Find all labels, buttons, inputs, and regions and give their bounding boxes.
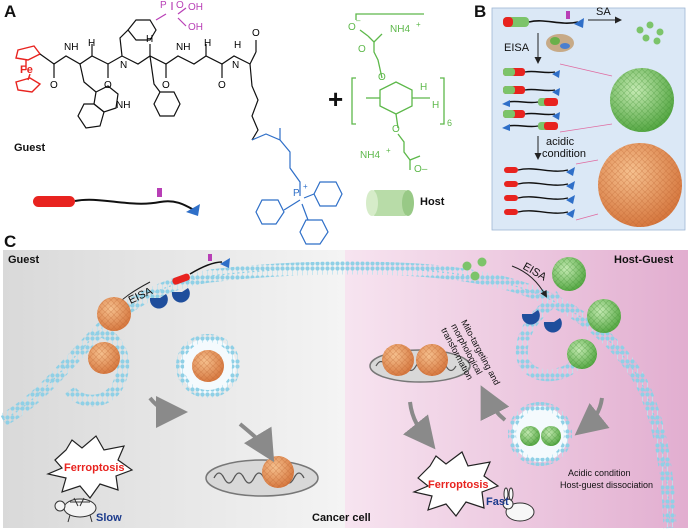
host-atom-o2: O bbox=[378, 72, 386, 83]
host-cartoon-icon bbox=[366, 190, 414, 216]
endosome-right bbox=[508, 402, 572, 466]
atom-p-plus: + bbox=[303, 182, 308, 191]
orange-sphere-mito-right-1 bbox=[382, 344, 414, 376]
atom-oh: OH bbox=[188, 2, 203, 13]
green-sphere-3 bbox=[567, 339, 597, 369]
atom-o3: O bbox=[162, 80, 170, 91]
ferrocene-icon bbox=[15, 45, 42, 93]
ferroptosis-right-label: Ferroptosis bbox=[428, 479, 489, 491]
turtle-icon bbox=[54, 497, 97, 523]
zoom-lines bbox=[559, 63, 613, 221]
ferroptosis-star-left bbox=[46, 435, 134, 499]
host-atom-o-minus-bottom: O– bbox=[414, 164, 428, 175]
phosphate-icon bbox=[155, 2, 187, 27]
host-atom-o3: O bbox=[392, 124, 400, 135]
enzyme-icon bbox=[546, 34, 574, 52]
atom-nh3: NH bbox=[116, 100, 131, 111]
fast-label: Fast bbox=[486, 496, 509, 508]
atom-p-bottom: P bbox=[293, 188, 300, 199]
host-atom-h1: H bbox=[420, 82, 428, 93]
panel-b-lower-fibers bbox=[504, 167, 575, 218]
slow-label: Slow bbox=[96, 512, 122, 524]
cancer-cell-label: Cancer cell bbox=[312, 512, 371, 524]
atom-h4: H bbox=[234, 40, 242, 51]
host-atom-o-minus: O bbox=[348, 22, 356, 33]
plus-sign: + bbox=[328, 84, 344, 114]
panel-letter-a: A bbox=[4, 2, 17, 21]
green-sphere-1 bbox=[552, 257, 586, 291]
atom-h2: H bbox=[146, 34, 154, 45]
atom-n2: N bbox=[232, 60, 240, 71]
host-atom-o1: O bbox=[358, 44, 366, 55]
atom-h3: H bbox=[204, 38, 212, 49]
ferroptosis-left-label: Ferroptosis bbox=[64, 462, 125, 474]
host-atom-nh4-bottom: NH4 bbox=[360, 150, 381, 161]
atom-o-p: O bbox=[176, 0, 184, 11]
panel-c-guest-title: Guest bbox=[8, 254, 40, 266]
panel-b-fibers bbox=[502, 68, 560, 131]
acidic-condition-label: Acidic condition bbox=[568, 468, 631, 478]
guest-molecule-on-membrane bbox=[172, 254, 230, 285]
orange-sphere-mito-left bbox=[262, 456, 294, 488]
guest-label: Guest bbox=[14, 142, 46, 154]
acidic-label-1: acidic bbox=[546, 136, 575, 148]
green-nanosphere-icon bbox=[610, 68, 674, 132]
atom-h1: H bbox=[88, 38, 96, 49]
sa-dots bbox=[636, 21, 664, 45]
atom-o1: O bbox=[50, 80, 58, 91]
peptide-backbone-icon bbox=[39, 19, 259, 141]
ferroptosis-star-right bbox=[412, 451, 500, 517]
eisa-label-b: EISA bbox=[504, 42, 530, 54]
host-atom-nh4-top: NH4 bbox=[390, 24, 411, 35]
atom-nh2: NH bbox=[176, 42, 191, 53]
atom-n1: N bbox=[120, 60, 128, 71]
panel-letter-c: C bbox=[4, 232, 17, 251]
host-structure bbox=[351, 13, 445, 170]
orange-nanosphere-icon bbox=[598, 143, 682, 227]
tpp-group-icon bbox=[251, 128, 343, 245]
green-sphere-2 bbox=[587, 299, 621, 333]
guest-cartoon bbox=[33, 188, 200, 216]
host-label: Host bbox=[420, 196, 445, 208]
host-atom-nh4-top-plus: + bbox=[416, 20, 421, 29]
dissociation-label: Host-guest dissociation bbox=[560, 480, 654, 490]
atom-p-top: P bbox=[160, 0, 167, 11]
endosome-left bbox=[176, 334, 240, 398]
membrane-receptors bbox=[149, 288, 562, 333]
atom-nh1: NH bbox=[64, 42, 79, 53]
atom-o2: O bbox=[104, 80, 112, 91]
host-atom-minus: – bbox=[356, 16, 361, 25]
phosphate-tag-icon bbox=[157, 188, 162, 197]
atom-o5: O bbox=[252, 28, 260, 39]
acidic-label-2: condition bbox=[542, 148, 587, 160]
orange-sphere-left-mid bbox=[88, 342, 120, 374]
host-atom-nh4-bottom-plus: + bbox=[386, 146, 391, 155]
tpp-tag-icon bbox=[186, 204, 200, 216]
atom-o4: O bbox=[218, 80, 226, 91]
panel-b-guest-icon bbox=[503, 11, 584, 28]
atom-oh2: OH bbox=[188, 22, 203, 33]
green-dots-right bbox=[462, 257, 487, 281]
mitochondrion-left-icon bbox=[205, 459, 319, 497]
panel-c-host-guest-title: Host-Guest bbox=[614, 254, 674, 266]
orange-sphere-left-top bbox=[97, 297, 131, 331]
panel-letter-b: B bbox=[474, 2, 487, 21]
host-sub-6: 6 bbox=[447, 118, 453, 128]
rabbit-icon bbox=[502, 487, 535, 522]
atom-fe: Fe bbox=[20, 64, 33, 76]
host-atom-h2: H bbox=[432, 100, 440, 111]
guest-structure bbox=[15, 2, 343, 245]
panel-c-host-guest-bg bbox=[345, 250, 688, 528]
orange-sphere-mito-right-2 bbox=[416, 344, 448, 376]
sa-label: SA bbox=[596, 6, 611, 18]
